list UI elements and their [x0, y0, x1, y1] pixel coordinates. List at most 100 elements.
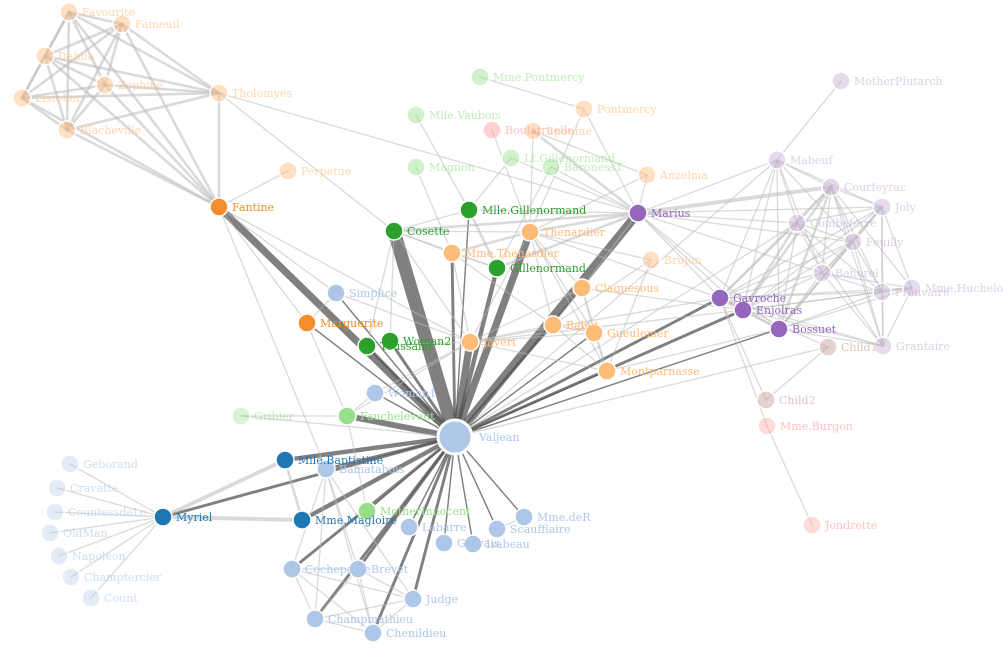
node-valjean[interactable]	[436, 418, 474, 456]
node-judge[interactable]	[403, 589, 423, 609]
link-champmathieu-brevet	[314, 568, 359, 620]
link-thenardier-brujon	[529, 231, 652, 261]
link-fantine-fameuil	[120, 22, 221, 209]
node-perpetue[interactable]	[278, 161, 298, 181]
link-favourite-tholomyes	[67, 10, 221, 95]
node-anzelma[interactable]	[637, 165, 657, 185]
node-blacheville[interactable]	[57, 120, 77, 140]
node-gueulemer[interactable]	[584, 323, 604, 343]
node-bamatabois[interactable]	[316, 459, 336, 479]
node-thenardier[interactable]	[520, 222, 540, 242]
node-baronesst[interactable]	[541, 157, 561, 177]
node-cosette[interactable]	[384, 221, 404, 241]
node-mllegillenormand[interactable]	[459, 200, 479, 220]
node-cravatte[interactable]	[47, 478, 67, 498]
node-babet[interactable]	[543, 315, 563, 335]
node-child1[interactable]	[818, 337, 838, 357]
node-mllebaptistine[interactable]	[275, 450, 295, 470]
link-marius-baronesst	[550, 166, 639, 214]
node-champmathieu[interactable]	[305, 609, 325, 629]
link-fantine-favourite	[67, 10, 221, 209]
node-joly[interactable]	[872, 197, 892, 217]
node-dahlia[interactable]	[35, 46, 55, 66]
node-tholomyes[interactable]	[209, 83, 229, 103]
node-cochepaille[interactable]	[282, 559, 302, 579]
node-woman2[interactable]	[380, 331, 400, 351]
node-bahorel[interactable]	[812, 263, 832, 283]
node-ltgillenormand[interactable]	[501, 148, 521, 168]
node-courfeyrac[interactable]	[821, 177, 841, 197]
node-boulatruelle[interactable]	[482, 120, 502, 140]
node-gervais[interactable]	[434, 533, 454, 553]
node-fameuil[interactable]	[112, 14, 132, 34]
node-montparnasse[interactable]	[597, 361, 617, 381]
node-bossuet[interactable]	[769, 319, 789, 339]
node-listolier[interactable]	[12, 88, 32, 108]
node-labarre[interactable]	[399, 517, 419, 537]
node-toussaint[interactable]	[357, 336, 377, 356]
node-simplice[interactable]	[326, 283, 346, 303]
link-myriel-oldman	[49, 516, 164, 534]
node-napoleon[interactable]	[49, 546, 69, 566]
node-fantine[interactable]	[209, 197, 229, 217]
link-valjean-gribier	[240, 415, 456, 438]
node-woman1[interactable]	[365, 383, 385, 403]
node-fauchelevent[interactable]	[337, 406, 357, 426]
node-combeferre[interactable]	[787, 213, 807, 233]
node-feuilly[interactable]	[843, 232, 863, 252]
node-javert[interactable]	[460, 332, 480, 352]
node-grantaire[interactable]	[873, 336, 893, 356]
node-oldman[interactable]	[40, 523, 60, 543]
node-champtercier[interactable]	[61, 567, 81, 587]
node-countessdelo[interactable]	[45, 502, 65, 522]
node-eponine[interactable]	[523, 121, 543, 141]
link-marius-combeferre	[637, 212, 798, 224]
node-gillenormand[interactable]	[487, 258, 507, 278]
link-valjean-babet	[454, 324, 554, 438]
node-label-tholomyes: Tholomyes	[232, 87, 292, 100]
link-thenardier-montparnasse	[529, 231, 608, 372]
node-chenildieu[interactable]	[363, 623, 383, 643]
link-thenardier-gavroche	[529, 231, 721, 299]
node-count[interactable]	[81, 588, 101, 608]
node-mmeder[interactable]	[514, 507, 534, 527]
node-mmepontmercy[interactable]	[470, 67, 490, 87]
node-scaufflaire[interactable]	[487, 519, 507, 539]
node-marguerite[interactable]	[297, 313, 317, 333]
link-fantine-simplice	[218, 206, 337, 294]
node-prouvaire[interactable]	[872, 282, 892, 302]
node-mmehucheloup[interactable]	[902, 278, 922, 298]
node-pontmercy[interactable]	[574, 99, 594, 119]
node-brujon[interactable]	[641, 250, 661, 270]
node-mabeuf[interactable]	[767, 150, 787, 170]
link-montparnasse-bossuet	[606, 328, 780, 372]
node-enjolras[interactable]	[733, 300, 753, 320]
node-claquesous[interactable]	[572, 278, 592, 298]
node-motherinnocent[interactable]	[357, 501, 377, 521]
node-jondrette[interactable]	[802, 515, 822, 535]
node-motherplutarch[interactable]	[831, 71, 851, 91]
node-label-mmethenardier: Mme.Thenardier	[465, 247, 560, 260]
node-isabeau[interactable]	[463, 534, 483, 554]
node-mllevaubois[interactable]	[406, 105, 426, 125]
node-mmeburgon[interactable]	[757, 416, 777, 436]
node-child2[interactable]	[756, 390, 776, 410]
link-valjean-marguerite	[306, 322, 456, 438]
nodes-layer	[12, 2, 922, 643]
node-myriel[interactable]	[153, 507, 173, 527]
node-mmemagloire[interactable]	[292, 510, 312, 530]
node-favourite[interactable]	[59, 2, 79, 22]
node-marius[interactable]	[628, 203, 648, 223]
node-gavroche[interactable]	[710, 288, 730, 308]
node-zephine[interactable]	[95, 75, 115, 95]
link-mmethenardier-babet	[451, 252, 554, 326]
link-fameuil-tholomyes	[120, 22, 221, 95]
node-geborand[interactable]	[60, 454, 80, 474]
node-magnon[interactable]	[406, 157, 426, 177]
link-cosette-javert	[393, 230, 471, 343]
node-mmethenardier[interactable]	[442, 243, 462, 263]
node-brevet[interactable]	[348, 559, 368, 579]
node-gribier[interactable]	[231, 406, 251, 426]
link-cosette-thenardier	[393, 230, 531, 233]
link-marius-bossuet	[637, 212, 780, 330]
